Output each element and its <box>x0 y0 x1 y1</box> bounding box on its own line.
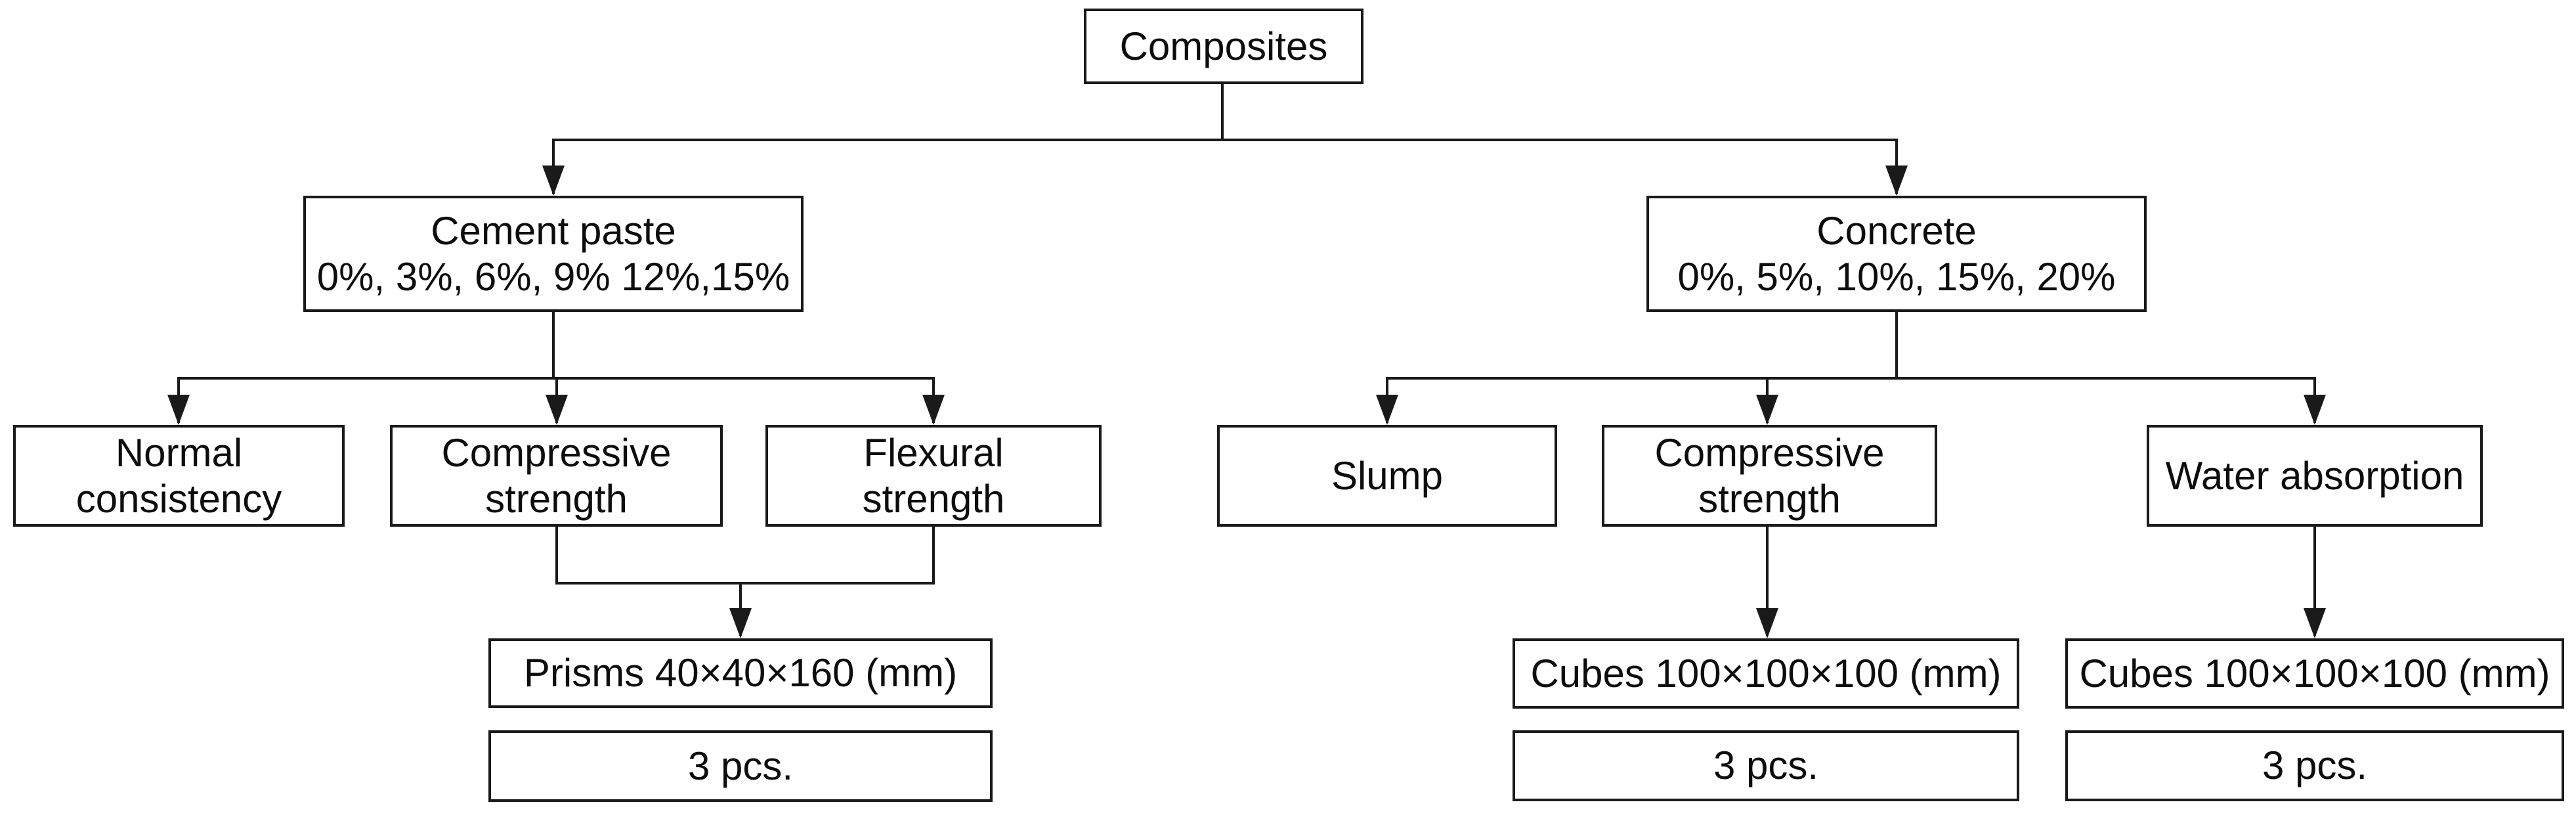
node-water-absorption: Water absorption <box>2147 425 2483 527</box>
arrowhead-compressive-concrete-icon <box>1756 395 1778 425</box>
connector-composites-stem <box>1221 83 1224 141</box>
node-cement-paste: Cement paste 0%, 3%, 6%, 9% 12%,15% <box>303 196 804 312</box>
connector-top-branch-bar <box>553 139 1898 141</box>
node-normal-consistency-label-line1: Normal <box>115 430 243 475</box>
node-flexural-strength: Flexural strength <box>765 425 1102 527</box>
node-cubes-count-water: 3 pcs. <box>2065 730 2564 801</box>
arrowhead-concrete-icon <box>1885 166 1908 196</box>
arrowhead-cubes-water-icon <box>2304 608 2326 638</box>
connector-compressive-concrete-to-cubes <box>1766 527 1769 636</box>
arrowhead-cement-paste-icon <box>542 166 565 196</box>
arrowhead-water-absorption-icon <box>2304 395 2326 425</box>
node-cubes-count-water-label: 3 pcs. <box>2262 743 2368 787</box>
node-prisms-spec-label: Prisms 40×40×160 (mm) <box>523 651 958 695</box>
node-flexural-strength-label-line1: Flexural <box>863 430 1004 475</box>
connector-merge-bar <box>555 582 935 585</box>
node-compressive-strength-cement: Compressive strength <box>390 425 723 527</box>
arrowhead-prisms-icon <box>729 608 752 638</box>
node-concrete-label: Concrete <box>1816 208 1977 253</box>
node-water-absorption-label: Water absorption <box>2165 453 2464 498</box>
node-compressive-strength-cement-label-line2: strength <box>485 476 628 521</box>
node-cubes-count-compressive: 3 pcs. <box>1513 730 2019 801</box>
node-flexural-strength-label-line2: strength <box>862 476 1005 521</box>
node-cement-paste-label: Cement paste <box>431 208 676 253</box>
node-compressive-strength-concrete: Compressive strength <box>1602 425 1937 527</box>
node-prisms-count-label: 3 pcs. <box>687 743 794 788</box>
connector-cement-paste-stem <box>552 312 555 380</box>
arrowhead-compressive-cement-icon <box>546 395 568 425</box>
node-compressive-strength-concrete-label-line2: strength <box>1698 476 1841 521</box>
node-cubes-spec-water: Cubes 100×100×100 (mm) <box>2065 638 2564 709</box>
node-concrete: Concrete 0%, 5%, 10%, 15%, 20% <box>1646 196 2147 312</box>
connector-water-absorption-to-cubes <box>2313 527 2316 636</box>
node-normal-consistency-label-line2: consistency <box>75 476 282 521</box>
node-cubes-spec-water-label: Cubes 100×100×100 (mm) <box>2079 651 2550 696</box>
node-composites: Composites <box>1084 9 1363 84</box>
arrowhead-slump-icon <box>1376 395 1398 425</box>
node-prisms-spec: Prisms 40×40×160 (mm) <box>488 638 993 708</box>
node-concrete-percentages: 0%, 5%, 10%, 15%, 20% <box>1677 254 2116 299</box>
node-slump-label: Slump <box>1331 453 1444 498</box>
node-cement-paste-percentages: 0%, 3%, 6%, 9% 12%,15% <box>316 254 790 299</box>
node-cubes-count-compressive-label: 3 pcs. <box>1713 743 1819 787</box>
node-slump: Slump <box>1217 425 1557 527</box>
arrowhead-normal-consistency-icon <box>167 395 190 425</box>
arrowhead-cubes-compressive-icon <box>1756 608 1778 638</box>
node-compressive-strength-concrete-label-line1: Compressive <box>1654 430 1885 475</box>
arrowhead-flexural-icon <box>922 395 945 425</box>
connector-concrete-stem <box>1895 312 1898 380</box>
node-cubes-spec-compressive: Cubes 100×100×100 (mm) <box>1513 638 2019 709</box>
connector-compressive-cement-down <box>555 527 558 585</box>
node-cubes-spec-compressive-label: Cubes 100×100×100 (mm) <box>1530 651 2002 696</box>
connector-right-branch-bar <box>1387 377 2316 380</box>
node-compressive-strength-cement-label-line1: Compressive <box>441 430 672 475</box>
node-prisms-count: 3 pcs. <box>488 730 993 802</box>
node-normal-consistency: Normal consistency <box>13 425 345 527</box>
node-composites-label: Composites <box>1119 24 1328 68</box>
connector-flexural-down <box>932 527 935 585</box>
